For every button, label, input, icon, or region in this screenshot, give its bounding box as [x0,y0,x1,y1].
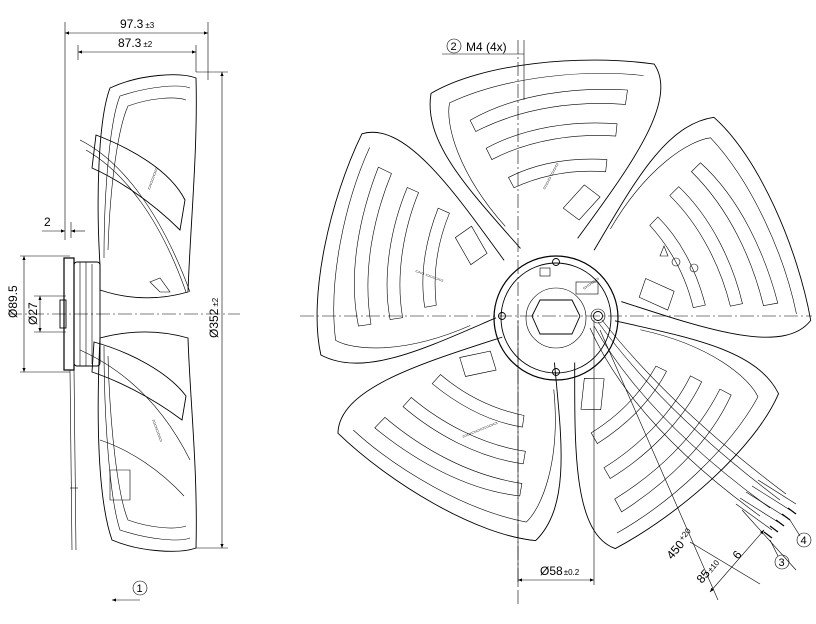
shaft [59,299,67,329]
blade-marking-lower: ▭▭▭▭▭ [150,419,164,444]
shaft-diameter-label: Ø27 [26,302,40,325]
blade-marking-left: ▭▭ ▭▭▭▭ [414,268,444,284]
callout-2-number: 2 [451,41,457,53]
callout-4-number: 4 [801,535,807,547]
sheath-strip-label: 85±10 [694,555,723,586]
lower-blade-profile [97,331,197,552]
side-view: 97.3±3 87.3±2 2 Ø89.5 Ø27 Ø352±2 [6,17,240,602]
fan-diameter-label: Ø352±2 [207,297,221,338]
callout-4-marker [796,532,812,548]
blade-marking-top: ▭▭▭ ▭▭▭ [541,162,560,191]
impeller-blades [304,45,816,565]
hub-outer [493,255,619,381]
callout-2-text: M4 (4x) [466,40,507,54]
offset-label: 2 [44,215,51,229]
blade-depth-label: 87.3±2 [118,36,153,50]
callout-3-number: 3 [779,557,785,569]
callout-1-number: 1 [137,583,143,595]
front-view: ▭▭▭▭ ▭▭▭ ▭▭▭ ▭▭ ▭▭▭▭ ▭▭▭▭▭▭▭▭ 2 M4 (4x) [300,38,816,606]
callout-3-marker [774,554,790,570]
cable-gland [593,311,603,321]
blade-marking-upper: ▭▭▭▭▭ [146,166,160,191]
mount-circle-label: Ø58±0.2 [540,564,580,578]
blade-marking-bottom: ▭▭▭▭▭▭▭▭ [462,420,500,440]
hub-diameter-label: Ø89.5 [6,285,20,318]
cable-length-label: 450+20 [664,526,697,562]
hub-inner [500,262,612,374]
overall-depth-label: 97.3±3 [120,17,155,31]
callout-1-marker [132,580,148,596]
motor-body [73,261,101,367]
upper-blade-profile [97,74,197,299]
callout-2-marker [446,38,462,54]
